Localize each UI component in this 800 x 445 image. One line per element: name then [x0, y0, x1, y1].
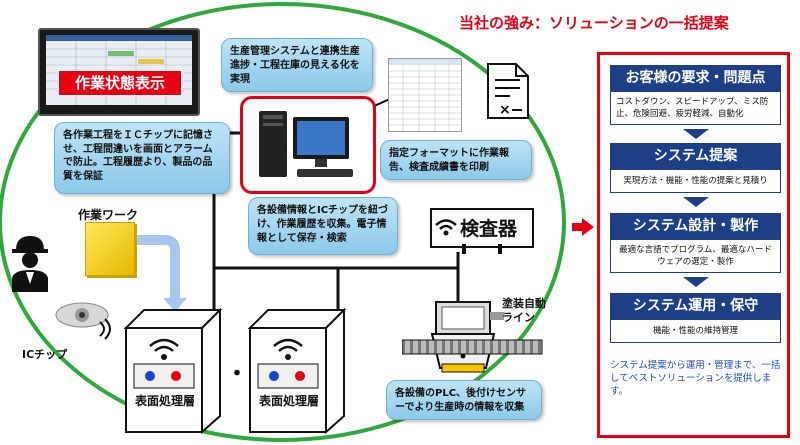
green-ring: [0, 2, 566, 442]
process-2-label: 表面処理層: [258, 394, 319, 408]
worker-icon: [8, 232, 52, 292]
step-4-body: 機能・性能の維持管理: [610, 319, 781, 343]
step-3-title: システム設計・製作: [610, 213, 781, 239]
ic-chip-label: ICチップ: [22, 348, 68, 361]
collect-bubble: 各設備情報とICチップを紐づけ、作業履歴を収集。電子情報として保存・検索: [248, 197, 398, 255]
step-4-title: システム運用・保守: [610, 293, 781, 319]
work-flow-arrow: [135, 235, 180, 300]
monitor-label: 作業状態表示: [58, 70, 182, 96]
step-2-title: システム提案: [610, 143, 781, 169]
down-arrow-icon: [683, 277, 709, 287]
signal-icon: [99, 318, 111, 340]
arrow-right-icon: [572, 218, 594, 236]
pc-icon: [259, 111, 353, 177]
paint-line-label: 塗装自動ライン: [502, 297, 546, 324]
spreadsheet-printout: [388, 58, 462, 132]
step-1-title: お客様の要求・問題点: [610, 65, 781, 91]
report-bubble: 指定フォーマットに作業報告、検査成績書を印刷: [380, 140, 532, 180]
inspector-sign: 検査器: [430, 208, 534, 254]
down-arrow-icon: [683, 197, 709, 207]
ic-chip-bubble: 各作業工程をＩＣチップに記憶させ、工程間違いを画面とアラームで防止。工程履歴より…: [54, 122, 230, 194]
step-3-body: 最適な言語でプログラム、最適なハードウェアの選定・製作: [610, 239, 781, 273]
step-2-body: 実現方法・機能・性能の提案と見積り: [610, 169, 781, 193]
work-flow-arrow-head: [163, 298, 187, 312]
sign-leg: [462, 244, 466, 254]
inspector-label: 検査器: [460, 218, 518, 240]
process-box-2: 表面処理層: [248, 306, 346, 434]
solution-panel: お客様の要求・問題点 コストダウン、スピードアップ、ミス防止、危険回避、疲労軽減…: [597, 52, 790, 438]
mgmt-bubble: 生産管理システムと連携生産進捗・工程在庫の見える化を実現: [221, 38, 373, 92]
svg-text:×: ×: [499, 102, 511, 118]
paint-line-machine: [401, 298, 548, 382]
status-monitor: 作業状態表示: [38, 28, 200, 116]
summary-text: システム提案から運用・管理まで、一括してベストソリューションを提供します。: [610, 360, 781, 397]
process-box-1: 表面処理層: [124, 306, 222, 434]
sign-leg: [498, 244, 502, 254]
work-piece: [85, 222, 135, 276]
document-icon: ×: [486, 62, 530, 120]
down-arrow-icon: [683, 129, 709, 139]
ic-chip-image: [52, 300, 112, 330]
page-title: 当社の強み：ソリューションの一括提案: [459, 14, 729, 32]
process-1-label: 表面処理層: [134, 394, 195, 408]
work-label: 作業ワーク: [78, 208, 139, 222]
pc-frame: [240, 96, 376, 194]
step-1-body: コストダウン、スピードアップ、ミス防止、危険回避、疲労軽減、自動化: [610, 91, 781, 125]
wifi-icon: [435, 219, 457, 236]
plc-bubble: 各設備のPLC、後付けセンサーでより生産時の情報を収集: [386, 380, 542, 420]
